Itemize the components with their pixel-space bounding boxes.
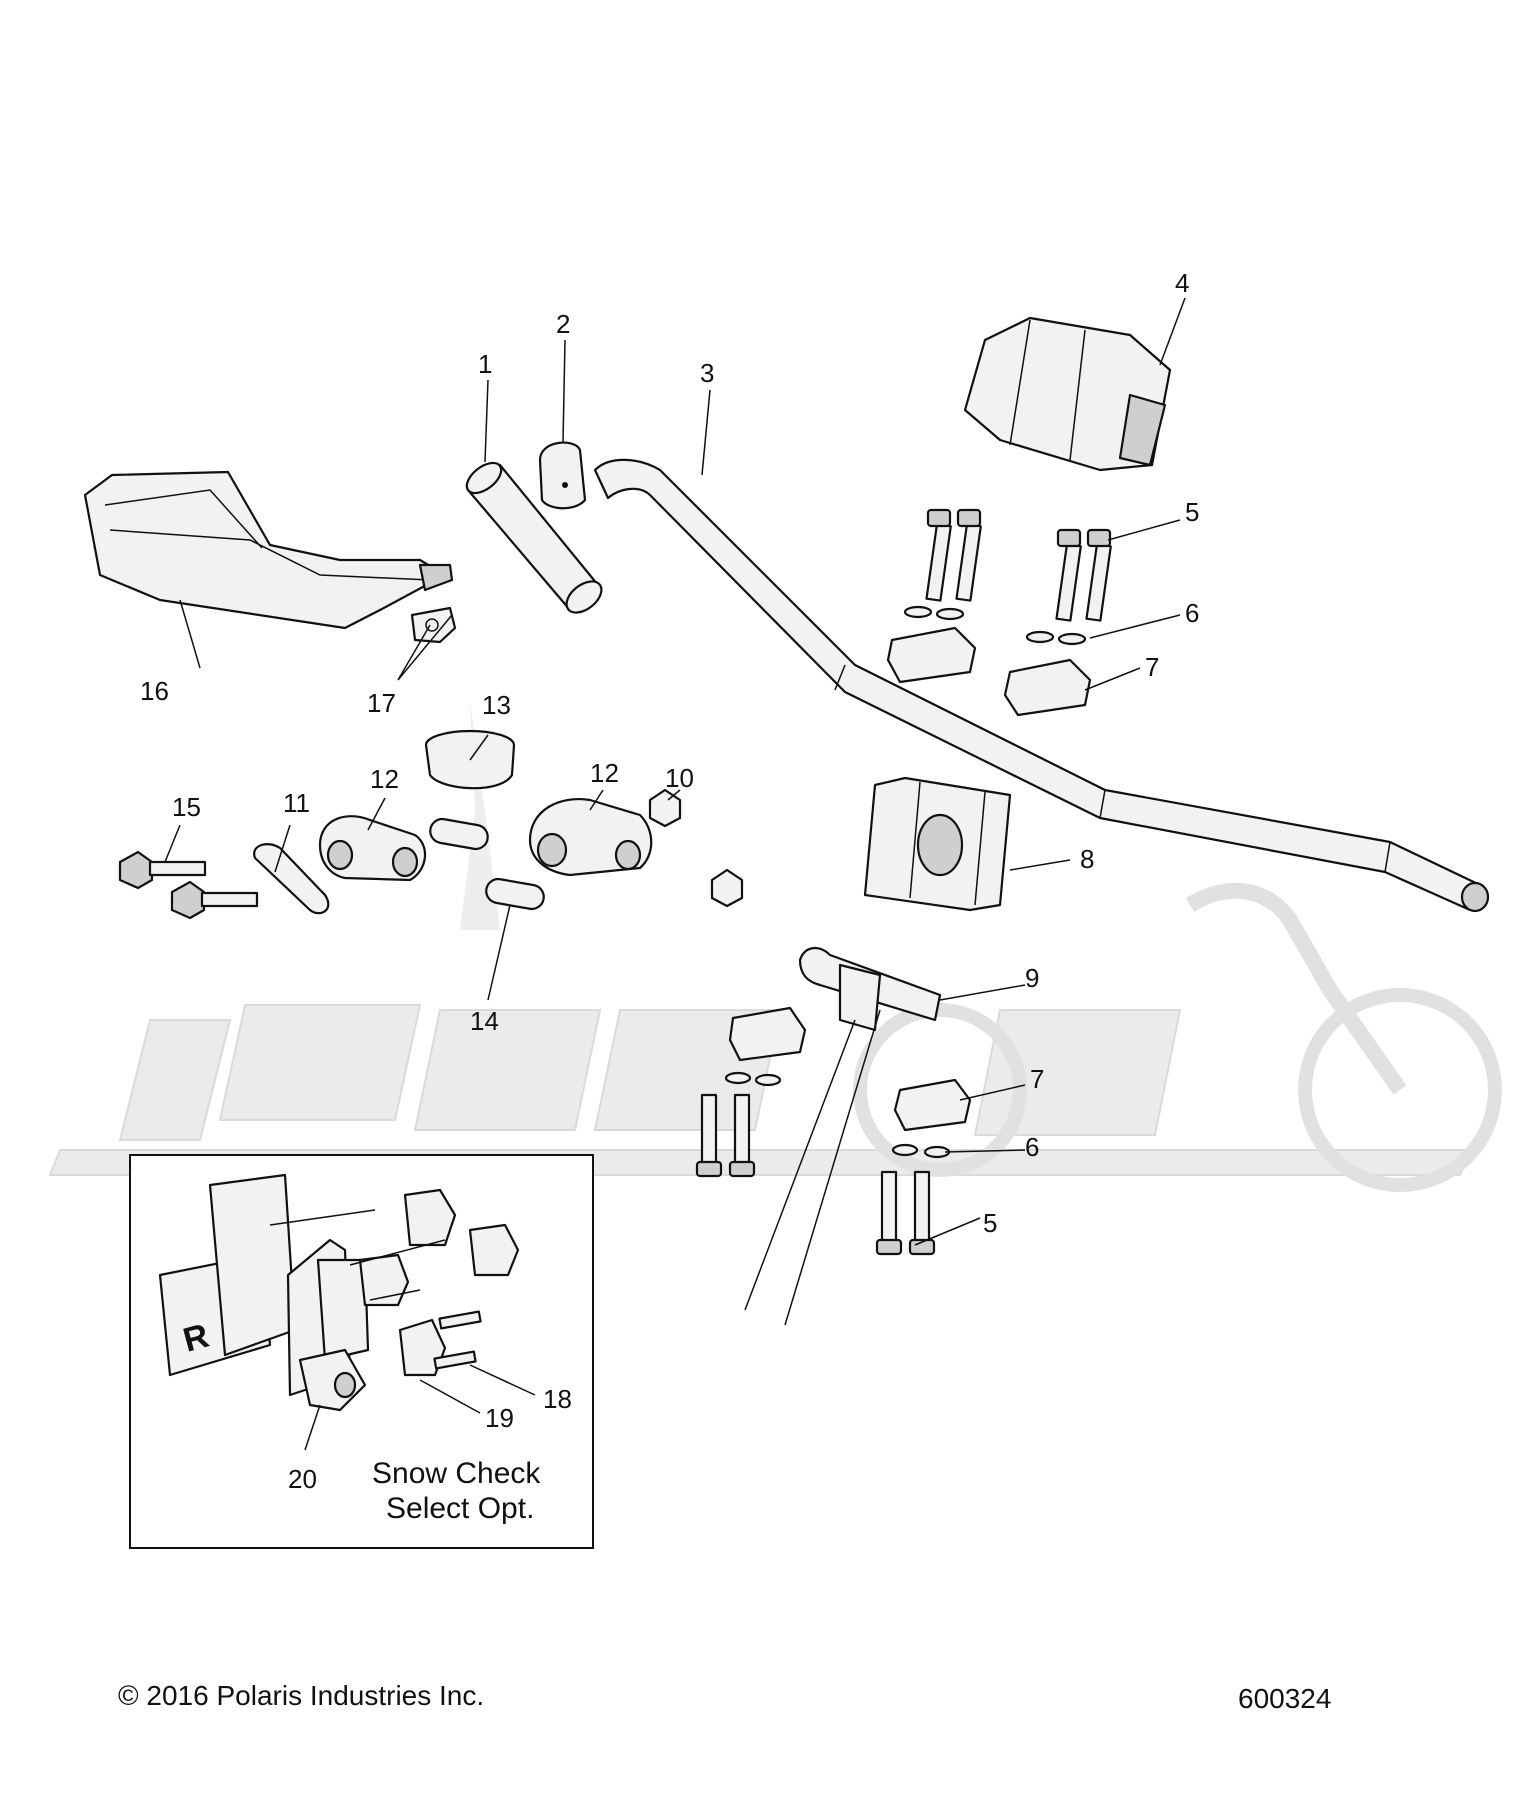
handlebar-pad (963, 316, 1172, 472)
inset-caption-line1: Snow Check (372, 1457, 541, 1490)
callout-11: 11 (283, 788, 310, 818)
callout-2: 2 (556, 309, 570, 339)
figure-number: 600324 (1238, 1683, 1331, 1714)
hand-guard-clamp (410, 606, 457, 644)
watermark-logo (48, 700, 1502, 1192)
callout-5-lower: 5 (983, 1208, 997, 1238)
callout-17: 17 (367, 688, 396, 718)
spacer-tubes (429, 817, 545, 911)
riser-block (863, 776, 1012, 912)
inset-box: R (129, 1154, 594, 1549)
leader-lines (164, 297, 1186, 1451)
lower-bolts (695, 1093, 936, 1256)
inset-caption-line2: Select Opt. (386, 1492, 534, 1525)
callout-16: 16 (140, 676, 169, 706)
callout-7-lower: 7 (1030, 1064, 1044, 1094)
sleeve-ring (424, 729, 516, 790)
callout-9: 9 (1025, 963, 1039, 993)
callout-14: 14 (470, 1006, 499, 1036)
mount-plate (253, 843, 330, 915)
callout-6-lower: 6 (1025, 1132, 1039, 1162)
bushings (648, 788, 744, 908)
grip-tube (465, 461, 603, 614)
lower-clamp-caps (728, 1006, 972, 1132)
upper-bolts (925, 508, 1112, 622)
callout-10: 10 (665, 763, 694, 793)
lower-washers (724, 1071, 951, 1159)
callout-8: 8 (1080, 844, 1094, 874)
end-cap (538, 441, 587, 510)
callout-6-upper: 6 (1185, 598, 1199, 628)
copyright-text: © 2016 Polaris Industries Inc. (118, 1680, 484, 1711)
callout-13: 13 (482, 690, 511, 720)
upper-washers (903, 605, 1087, 646)
callout-15: 15 (172, 792, 201, 822)
callout-12-left: 12 (370, 764, 399, 794)
callout-labels: 1 2 3 4 5 6 7 8 9 10 11 12 12 13 14 15 1… (140, 268, 1199, 1494)
upper-clamp-caps (886, 626, 1092, 717)
callout-19: 19 (485, 1403, 514, 1433)
callout-12-right: 12 (590, 758, 619, 788)
callout-18: 18 (543, 1384, 572, 1414)
callout-1: 1 (478, 349, 492, 379)
callout-3: 3 (700, 358, 714, 388)
clamp-left (318, 815, 426, 882)
handlebar (593, 458, 1490, 913)
callout-5-upper: 5 (1185, 497, 1199, 527)
callout-4: 4 (1175, 268, 1189, 298)
mount-bolts (118, 850, 259, 920)
j-hook-bar (744, 947, 942, 1326)
hand-guard (83, 470, 454, 630)
clamp-right (528, 797, 653, 877)
callout-7-upper: 7 (1145, 652, 1159, 682)
callout-20: 20 (288, 1464, 317, 1494)
